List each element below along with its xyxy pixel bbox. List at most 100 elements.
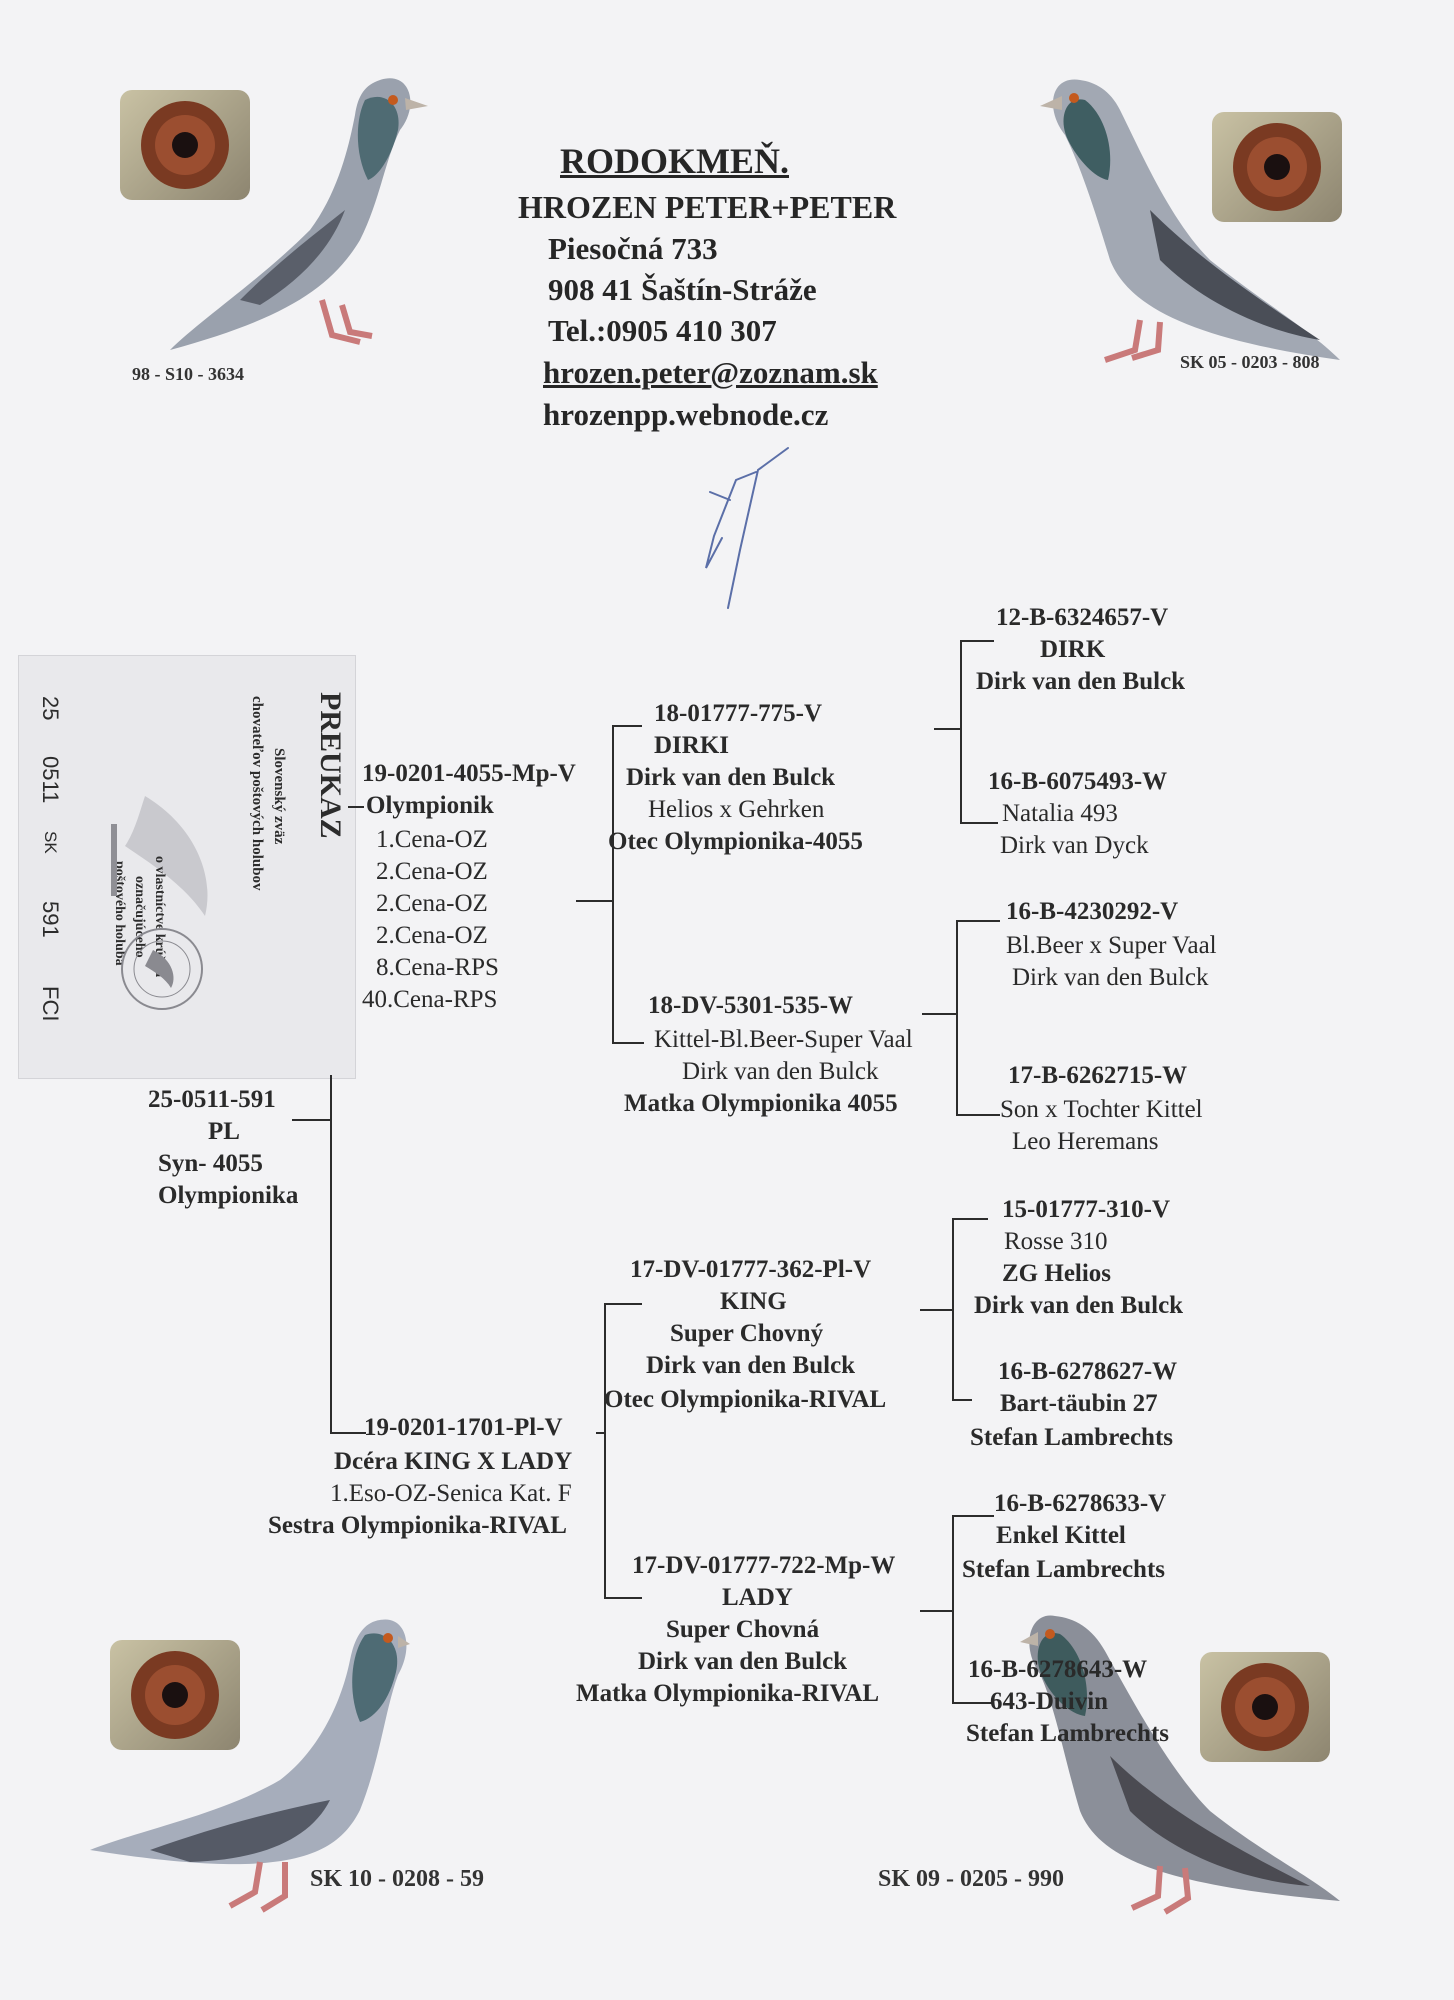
pigeon-photo-top-right — [1040, 79, 1340, 363]
signature — [705, 447, 789, 609]
ring-caption-top-left: 98 - S10 - 3634 — [132, 364, 244, 384]
connector — [330, 1075, 332, 1433]
gm-father-ring: 18-DV-5301-535-W — [648, 992, 854, 1019]
connector — [952, 1515, 954, 1703]
connector — [330, 1432, 366, 1434]
ring-caption-top-right: SK 05 - 0203 - 808 — [1180, 352, 1320, 372]
father-result: 2.Cena-OZ — [376, 922, 488, 949]
gm-mother-name: LADY — [722, 1584, 793, 1611]
subject-note-2: Olympionika — [158, 1182, 299, 1209]
gf-mother-ring: 17-DV-01777-362-Pl-V — [630, 1256, 872, 1283]
gf-father-breeder: Dirk van den Bulck — [626, 764, 836, 791]
gf-father-ring: 18-01777-775-V — [654, 700, 823, 727]
ggp-note: Bl.Beer x Super Vaal — [1006, 932, 1217, 959]
ggp-note: Stefan Lambrechts — [962, 1556, 1166, 1583]
connector — [960, 640, 994, 642]
connector — [604, 1303, 606, 1598]
ring-caption-bottom-right: SK 09 - 0205 - 990 — [878, 1866, 1064, 1892]
connector — [956, 920, 1000, 922]
connector — [960, 822, 998, 824]
owner-name: HROZEN PETER+PETER — [518, 189, 897, 225]
pedigree-title: RODOKMEŇ. — [560, 141, 789, 181]
ggp-note: Leo Heremans — [1012, 1128, 1159, 1155]
connector — [934, 728, 962, 730]
card-ring-fci: FCI — [38, 986, 63, 1022]
father-result: 8.Cena-RPS — [376, 954, 499, 981]
mother-note-2: 1.Eso-OZ-Senica Kat. F — [330, 1480, 572, 1507]
owner-phone: Tel.:0905 410 307 — [548, 313, 777, 348]
ring-caption-bottom-left: SK 10 - 0208 - 59 — [310, 1866, 484, 1892]
gm-father-note-2: Dirk van den Bulck — [682, 1058, 879, 1085]
father-result: 2.Cena-OZ — [376, 890, 488, 917]
pigeon-photo-bottom-right — [1020, 1615, 1340, 1915]
ggp-note: Dirk van den Bulck — [1012, 964, 1209, 991]
ggp-note: Dirk van den Bulck — [976, 668, 1186, 695]
connector — [922, 1013, 958, 1015]
mother-note-1: Dcéra KING X LADY — [334, 1448, 573, 1475]
connector — [952, 1218, 954, 1400]
father-ring: 19-0201-4055-Mp-V — [362, 760, 576, 787]
gf-mother-name: KING — [720, 1288, 787, 1315]
gf-father-note: Otec Olympionika-4055 — [608, 828, 863, 855]
gm-father-note-1: Kittel-Bl.Beer-Super Vaal — [654, 1026, 913, 1053]
connector — [960, 640, 962, 823]
gm-mother-note-2: Dirk van den Bulck — [638, 1648, 848, 1675]
ggp-note: Son x Tochter Kittel — [1000, 1096, 1203, 1123]
gf-father-cross: Helios x Gehrken — [648, 796, 825, 823]
connector — [348, 806, 364, 808]
connector — [952, 1515, 994, 1517]
connector — [604, 1303, 642, 1305]
ggp-ring: 17-B-6262715-W — [1008, 1062, 1188, 1089]
connector — [956, 1114, 1000, 1116]
ring-ownership-card: PREUKAZ Slovenský zväz chovateľov poštov… — [18, 655, 356, 1079]
ggp-note: Rosse 310 — [1004, 1228, 1108, 1255]
gm-mother-note-1: Super Chovná — [666, 1616, 820, 1643]
card-org-line1: Slovenský zväz — [271, 748, 287, 845]
card-ring-number: 591 — [38, 901, 63, 938]
card-ring-org: 0511 — [38, 756, 63, 804]
subject-note-1: Syn- 4055 — [158, 1150, 263, 1177]
connector — [952, 1702, 992, 1704]
gf-mother-note-2: Dirk van den Bulck — [646, 1352, 856, 1379]
card-barcode-strip — [111, 824, 117, 896]
father-name: Olympionik — [366, 792, 494, 819]
card-ring-year: 25 — [38, 696, 63, 721]
ggp-note: Dirk van Dyck — [1000, 832, 1149, 859]
owner-website[interactable]: hrozenpp.webnode.cz — [543, 397, 829, 432]
subject-ring: 25-0511-591 — [148, 1086, 276, 1113]
ggp-note: Natalia 493 — [1002, 800, 1118, 827]
mother-ring: 19-0201-1701-Pl-V — [364, 1414, 563, 1441]
ggp-note: Stefan Lambrechts — [970, 1424, 1174, 1451]
father-result: 2.Cena-OZ — [376, 858, 488, 885]
connector — [956, 920, 958, 1115]
ggp-note: Dirk van den Bulck — [974, 1292, 1184, 1319]
connector — [596, 1432, 606, 1434]
owner-email[interactable]: hrozen.peter@zoznam.sk — [543, 355, 878, 390]
connector — [612, 725, 642, 727]
connector — [576, 900, 614, 902]
gm-mother-ring: 17-DV-01777-722-Mp-W — [632, 1552, 896, 1579]
owner-city: 908 41 Šaštín-Stráže — [548, 272, 817, 307]
ggp-note: 643-Duivin — [990, 1688, 1109, 1715]
connector — [612, 1042, 644, 1044]
eye-photo-bottom-left — [110, 1640, 240, 1750]
ggp-ring: 12-B-6324657-V — [996, 604, 1169, 631]
gf-mother-note-3: Otec Olympionika-RIVAL — [604, 1386, 887, 1413]
ggp-note: Bart-täubin 27 — [1000, 1390, 1158, 1417]
ggp-ring: 15-01777-310-V — [1002, 1196, 1171, 1223]
ggp-note: ZG Helios — [1002, 1260, 1112, 1287]
gf-mother-note-1: Super Chovný — [670, 1320, 824, 1347]
ggp-note: Stefan Lambrechts — [966, 1720, 1170, 1747]
eye-photo-bottom-right — [1200, 1652, 1330, 1762]
connector — [952, 1218, 988, 1220]
pigeon-photo-top-left — [170, 78, 428, 350]
ggp-note: Enkel Kittel — [996, 1522, 1126, 1549]
card-title: PREUKAZ — [314, 692, 347, 839]
connector — [292, 1119, 332, 1121]
eye-photo-top-left — [120, 90, 250, 200]
mother-note-3: Sestra Olympionika-RIVAL — [268, 1512, 567, 1539]
ggp-ring: 16-B-6278627-W — [998, 1358, 1178, 1385]
gm-mother-note-3: Matka Olympionika-RIVAL — [576, 1680, 880, 1707]
father-result: 40.Cena-RPS — [362, 986, 498, 1013]
connector — [920, 1309, 954, 1311]
